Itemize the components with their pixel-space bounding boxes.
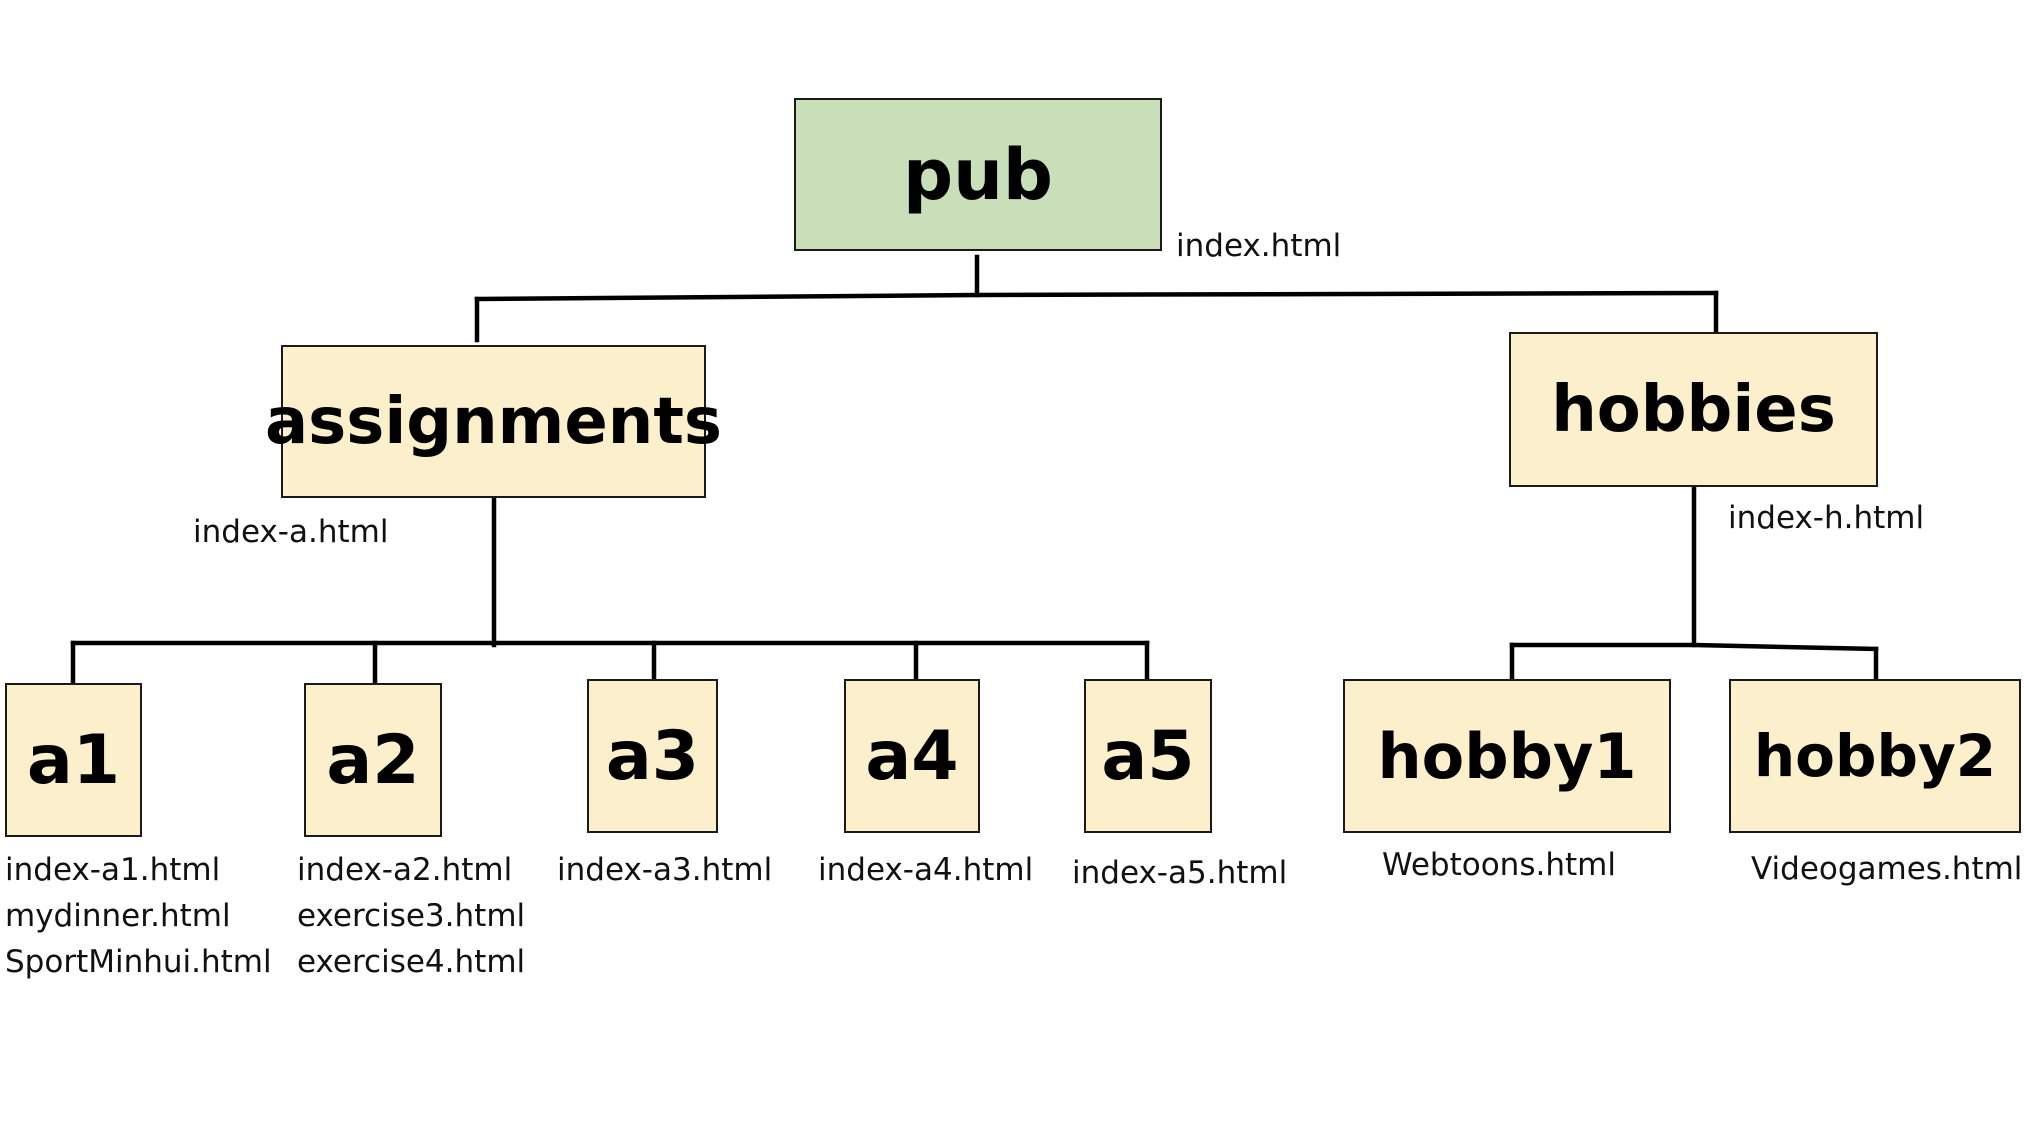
folder-hobbies-label: hobbies (1551, 372, 1836, 447)
folder-a2-files: index-a2.html exercise3.html exercise4.h… (297, 847, 525, 985)
folder-a1: a1 (5, 683, 142, 837)
file-name: mydinner.html (5, 898, 231, 934)
file-name: Videogames.html (1751, 851, 2023, 887)
folder-hobby2-files: Videogames.html (1751, 846, 2022, 892)
connector-top-bar (474, 290, 1719, 302)
file-name: exercise4.html (297, 944, 526, 980)
folder-hobby1-files: Webtoons.html (1382, 842, 1616, 888)
folder-assignments-label: assignments (264, 384, 723, 459)
folder-a2-label: a2 (326, 720, 420, 800)
folder-a5-label: a5 (1101, 716, 1195, 796)
file-name: index.html (1176, 228, 1342, 264)
folder-hobbies: hobbies (1509, 332, 1878, 487)
folder-a4: a4 (844, 679, 980, 833)
folder-hobby1: hobby1 (1343, 679, 1671, 833)
folder-assignments: assignments (265, 345, 722, 498)
folder-assignments-files: index-a.html (193, 509, 388, 555)
file-name: index-a.html (193, 514, 389, 550)
connector-h-bar (1509, 642, 1879, 652)
folder-hobby2-label: hobby2 (1753, 722, 1997, 790)
folder-hobby2: hobby2 (1729, 679, 2021, 833)
folder-pub: pub (794, 98, 1162, 251)
folder-pub-files: index.html (1176, 223, 1341, 269)
folder-hobbies-files: index-h.html (1728, 495, 1924, 541)
folder-a1-label: a1 (26, 720, 121, 800)
folder-a3-label: a3 (605, 716, 700, 796)
file-name: exercise3.html (297, 898, 526, 934)
folder-a4-files: index-a4.html (818, 847, 1033, 893)
file-name: index-h.html (1728, 500, 1925, 536)
folder-a3-files: index-a3.html (557, 847, 772, 893)
file-name: SportMinhui.html (5, 944, 272, 980)
folder-a2: a2 (304, 683, 442, 837)
file-name: Webtoons.html (1382, 847, 1616, 883)
file-name: index-a2.html (297, 852, 513, 888)
folder-a3: a3 (587, 679, 718, 833)
folder-a5: a5 (1084, 679, 1212, 833)
folder-a1-files: index-a1.html mydinner.html SportMinhui.… (5, 847, 272, 985)
file-name: index-a3.html (557, 852, 773, 888)
folder-a5-files: index-a5.html (1072, 850, 1287, 896)
file-name: index-a5.html (1072, 855, 1288, 891)
folder-pub-label: pub (902, 133, 1054, 216)
folder-hobby1-label: hobby1 (1377, 719, 1637, 793)
file-name: index-a1.html (5, 852, 221, 888)
folder-a4-label: a4 (865, 716, 959, 796)
file-name: index-a4.html (818, 852, 1034, 888)
